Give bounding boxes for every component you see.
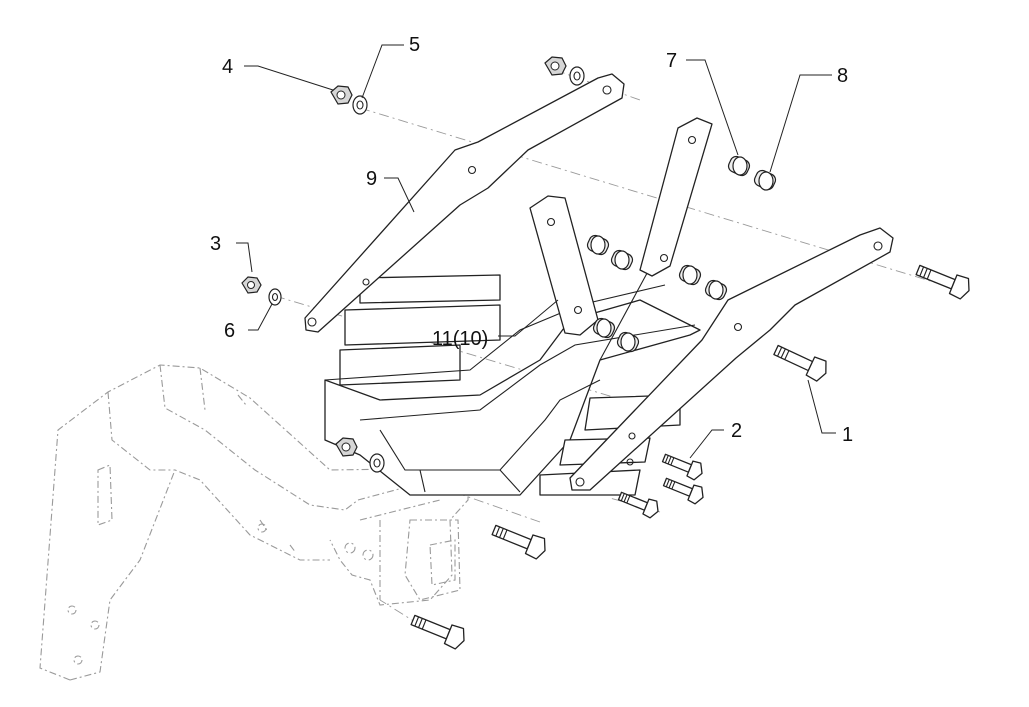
nuts-and-washers [241,56,585,473]
vertical-bracket-left [529,195,599,336]
callout-4: 4 [222,56,233,78]
flat-washer [569,66,585,86]
bushing [592,317,616,339]
callout-8: 8 [837,65,848,87]
callout-5: 5 [409,34,420,56]
bushing [610,249,634,271]
bolt [662,477,704,505]
bushing [678,264,702,286]
bushing [753,169,777,191]
bolt [773,344,827,382]
flat-washer [268,288,282,306]
callout-labels: 4 5 3 6 7 8 9 11(10) 2 1 [210,34,853,446]
flat-washer [369,453,385,473]
bushing [704,279,728,301]
bolt [617,491,659,519]
callout-leaders [236,44,836,459]
bushings [586,155,777,353]
bolt [410,614,465,650]
vertical-bracket-right [639,117,713,277]
callout-6: 6 [224,320,235,342]
bolt [915,264,970,300]
callout-2: 2 [731,420,742,442]
bushing [727,155,751,177]
callout-1: 1 [842,424,853,446]
callout-9: 9 [366,168,377,190]
bolt [661,453,703,481]
left-support-arm [304,73,625,333]
bushing [616,331,640,353]
bushing [586,234,610,256]
callout-3: 3 [210,233,221,255]
bolt [491,524,546,560]
callout-11-10: 11(10) [432,328,488,350]
flat-washer [352,95,368,115]
callout-7: 7 [666,50,677,72]
right-support-arm [569,227,894,491]
